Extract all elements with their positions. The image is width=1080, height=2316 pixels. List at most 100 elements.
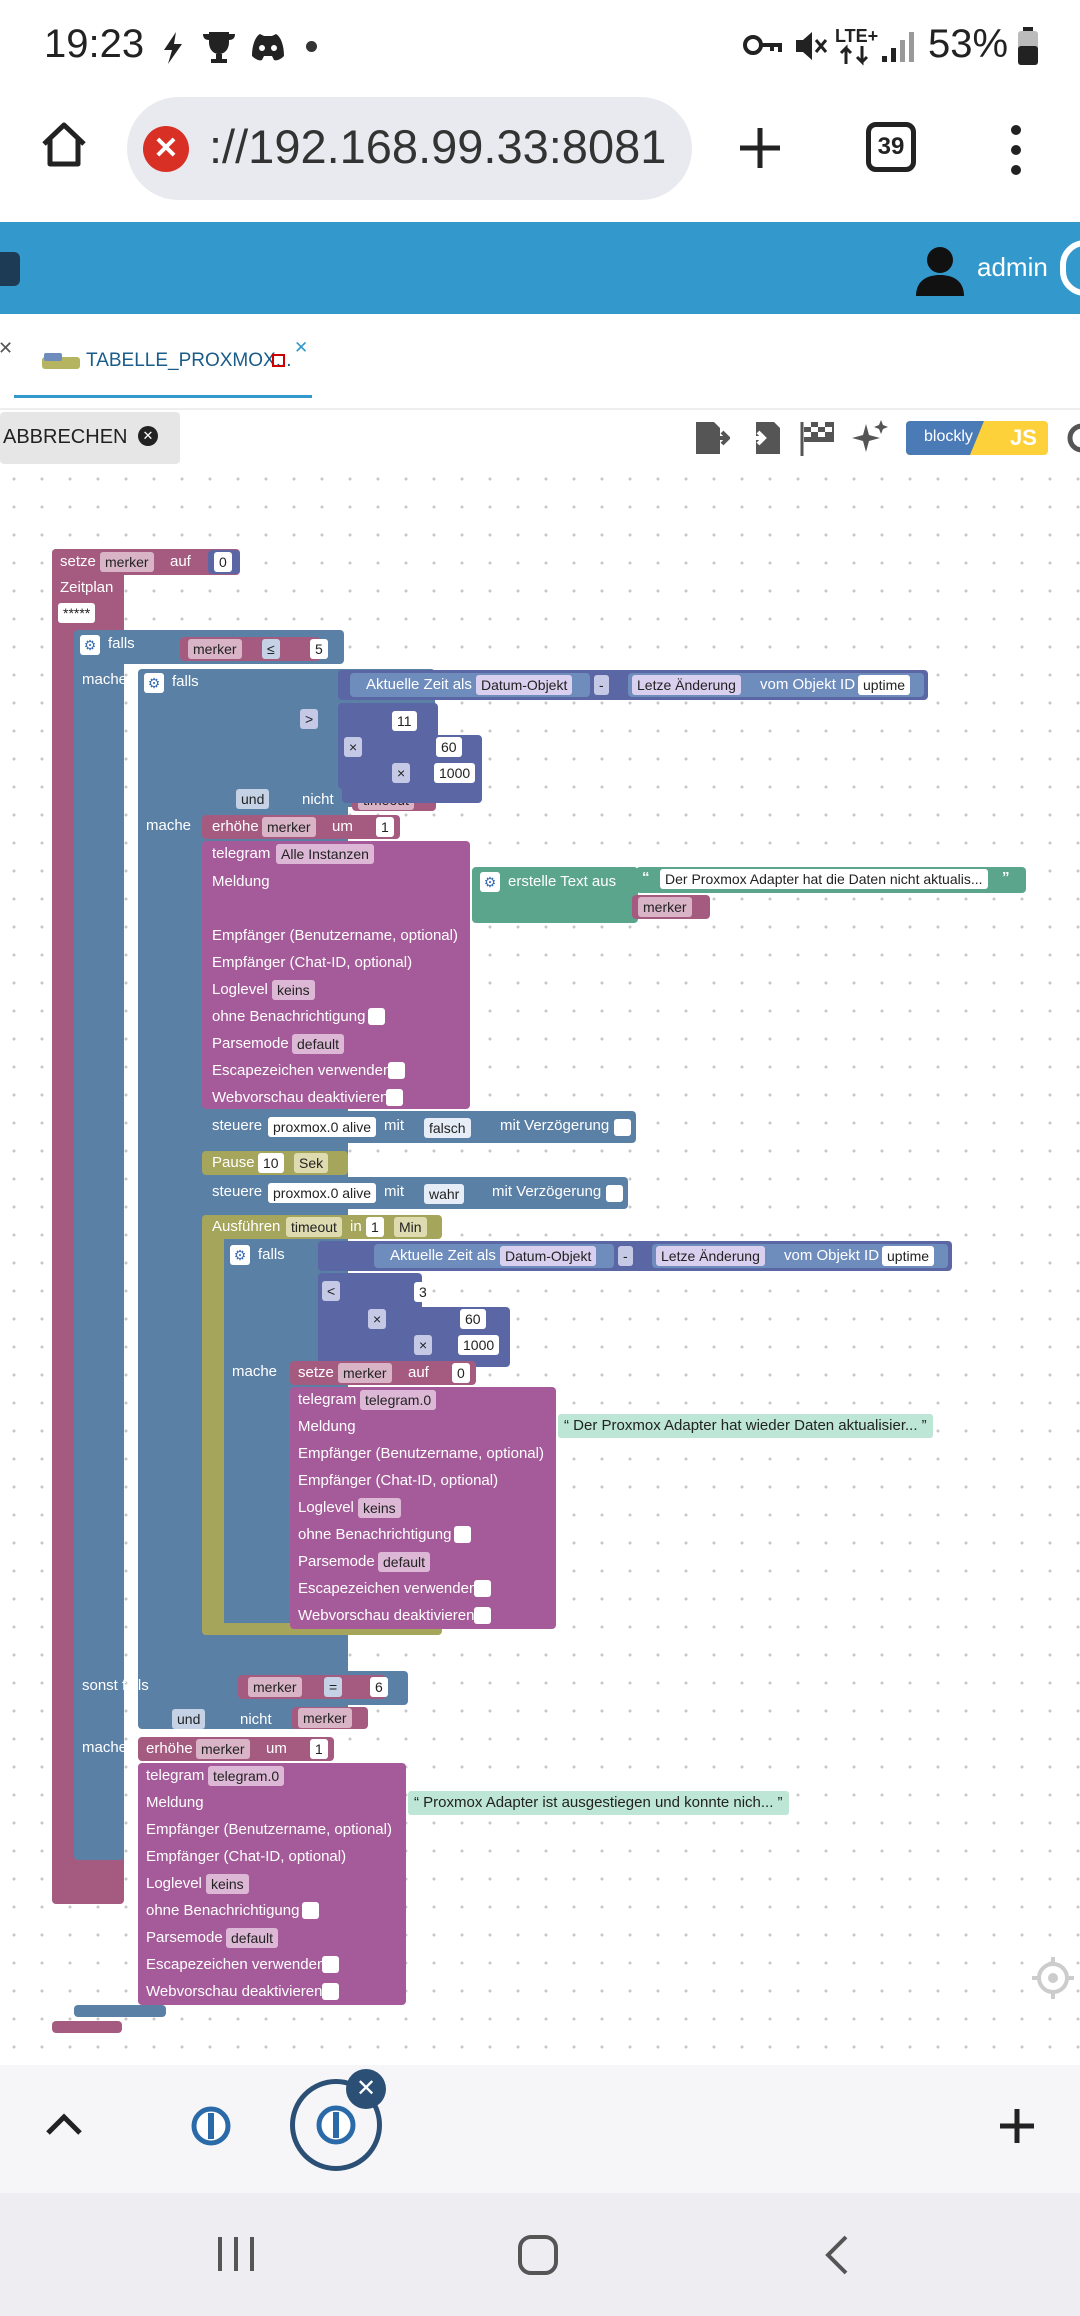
var-dropdown[interactable]: merker [262, 817, 316, 837]
add-tab-icon[interactable] [996, 2105, 1038, 2147]
close-tab-icon[interactable]: ✕ [346, 2069, 386, 2109]
change-dropdown[interactable]: Letze Änderung [656, 1246, 765, 1266]
number-field[interactable]: 3 [414, 1282, 432, 1302]
mode-toggle[interactable]: blockly JS [906, 421, 1048, 455]
number-field[interactable]: 1000 [434, 763, 476, 783]
checkbox[interactable] [368, 1008, 385, 1025]
check-flag-icon[interactable] [798, 418, 838, 458]
bool-dropdown[interactable]: wahr [424, 1184, 465, 1204]
number-field[interactable]: 0 [214, 552, 232, 572]
tab-close-left-icon[interactable]: ✕ [0, 338, 14, 358]
number-field[interactable]: 1 [310, 1739, 328, 1759]
op-dropdown[interactable]: - [618, 1246, 633, 1266]
gear-icon[interactable]: ⚙ [144, 673, 164, 693]
instance-dropdown[interactable]: Alle Instanzen [276, 844, 374, 864]
unit-dropdown[interactable]: Sek [294, 1153, 329, 1173]
home-icon[interactable] [38, 118, 90, 170]
script-tab-title[interactable]: TABELLE_PROXMOX... [86, 350, 292, 371]
op-dropdown[interactable]: ≤ [262, 639, 280, 659]
tab-count[interactable]: 39 [866, 122, 916, 172]
checkbox[interactable] [474, 1607, 491, 1624]
recents-icon[interactable] [214, 2233, 258, 2275]
address-bar[interactable]: ✕ ://192.168.99.33:8081 [127, 97, 692, 200]
telegram-block[interactable] [202, 841, 470, 1109]
user-icon[interactable] [914, 244, 966, 296]
menu-icon[interactable] [0, 252, 20, 286]
number-field[interactable]: 11 [392, 711, 417, 731]
state-id-field[interactable]: proxmox.0 alive [268, 1183, 377, 1203]
checkbox[interactable] [474, 1580, 491, 1597]
var-dropdown[interactable]: merker [100, 552, 154, 572]
parsemode-dropdown[interactable]: default [378, 1552, 431, 1572]
var-dropdown[interactable]: merker [638, 897, 692, 917]
var-dropdown[interactable]: merker [248, 1677, 302, 1697]
timer-dropdown[interactable]: timeout [286, 1217, 342, 1237]
gear-icon[interactable]: ⚙ [80, 635, 100, 655]
checkbox[interactable] [386, 1089, 403, 1106]
number-field[interactable]: 10 [258, 1153, 284, 1173]
checkbox[interactable] [614, 1119, 631, 1136]
number-field[interactable]: 0 [452, 1363, 470, 1383]
string-field[interactable]: Der Proxmox Adapter hat wieder Daten akt… [573, 1417, 918, 1434]
loglevel-dropdown[interactable]: keins [358, 1498, 401, 1518]
tab-close-icon[interactable]: ✕ [294, 338, 309, 357]
var-dropdown[interactable]: merker [298, 1708, 352, 1728]
url-text[interactable]: ://192.168.99.33:8081 [209, 120, 667, 173]
telegram-block[interactable] [138, 1763, 406, 2005]
loglevel-dropdown[interactable]: keins [272, 980, 315, 1000]
parsemode-dropdown[interactable]: default [292, 1034, 345, 1054]
number-field[interactable]: 6 [370, 1677, 388, 1697]
blockly-workspace[interactable]: setze merker auf 0 Zeitplan ***** ⚙ fall… [0, 465, 1080, 2055]
and-dropdown[interactable]: und [172, 1709, 206, 1729]
new-tab-icon[interactable] [736, 124, 784, 172]
checkbox[interactable] [606, 1185, 623, 1202]
cancel-button[interactable]: ABBRECHEN ✕ [0, 412, 180, 464]
user-name[interactable]: admin [977, 252, 1048, 282]
chevron-up-icon[interactable] [44, 2109, 84, 2137]
recenter-icon[interactable] [1030, 1955, 1076, 2001]
var-dropdown[interactable]: merker [196, 1739, 250, 1759]
op-dropdown[interactable]: > [300, 709, 319, 729]
object-id-field[interactable]: uptime [858, 675, 911, 695]
string-field[interactable]: Proxmox Adapter ist ausgestiegen und kon… [423, 1794, 774, 1811]
string-field[interactable]: Der Proxmox Adapter hat die Daten nicht … [660, 869, 988, 889]
loglevel-dropdown[interactable]: keins [206, 1874, 249, 1894]
and-dropdown[interactable]: und [236, 789, 270, 809]
number-field[interactable]: 1 [366, 1217, 384, 1237]
toggle-switch[interactable] [1060, 240, 1080, 296]
format-dropdown[interactable]: Datum-Objekt [500, 1246, 597, 1266]
bool-dropdown[interactable]: falsch [424, 1118, 471, 1138]
op-dropdown[interactable]: = [324, 1677, 343, 1697]
iobroker-icon[interactable] [190, 2105, 232, 2147]
back-icon[interactable] [822, 2233, 852, 2277]
string-block[interactable]: “ Der Proxmox Adapter hat wieder Daten a… [558, 1414, 933, 1438]
ai-sparkle-icon[interactable] [850, 418, 890, 458]
active-tab[interactable] [290, 2079, 382, 2171]
op-dropdown[interactable]: × [392, 763, 411, 783]
object-id-field[interactable]: uptime [882, 1246, 935, 1266]
number-field[interactable]: 60 [436, 737, 462, 757]
checkbox[interactable] [322, 1956, 339, 1973]
number-field[interactable]: 5 [310, 639, 328, 659]
change-dropdown[interactable]: Letze Änderung [632, 675, 741, 695]
op-dropdown[interactable]: × [344, 737, 363, 757]
op-dropdown[interactable]: × [368, 1309, 387, 1329]
op-dropdown[interactable]: - [594, 675, 609, 695]
number-field[interactable]: 1000 [458, 1335, 500, 1355]
more-menu-icon[interactable] [1004, 124, 1028, 176]
export-icon[interactable] [690, 418, 730, 458]
home-nav-icon[interactable] [516, 2233, 560, 2277]
not-secure-icon[interactable]: ✕ [143, 126, 189, 172]
import-icon[interactable] [744, 418, 784, 458]
op-dropdown[interactable]: × [414, 1335, 433, 1355]
gear-icon[interactable]: ⚙ [480, 872, 500, 892]
telegram-block[interactable] [290, 1387, 556, 1629]
var-dropdown[interactable]: merker [338, 1363, 392, 1383]
instance-dropdown[interactable]: telegram.0 [208, 1766, 285, 1786]
cron-field[interactable]: ***** [58, 603, 96, 623]
op-dropdown[interactable]: < [322, 1281, 341, 1301]
number-field[interactable]: 60 [460, 1309, 486, 1329]
settings-icon[interactable] [1064, 418, 1080, 458]
format-dropdown[interactable]: Datum-Objekt [476, 675, 573, 695]
string-block[interactable]: “ Proxmox Adapter ist ausgestiegen und k… [408, 1791, 789, 1815]
